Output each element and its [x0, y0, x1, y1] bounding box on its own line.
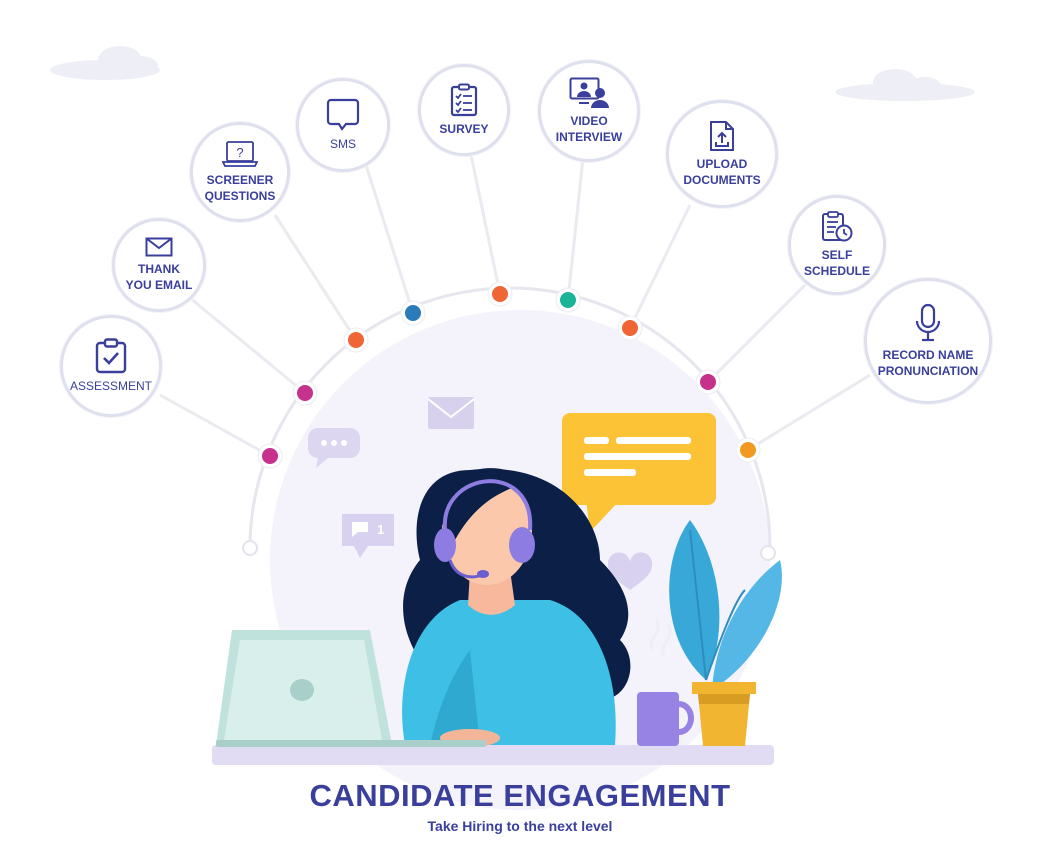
node-video-line2: INTERVIEW [555, 130, 623, 144]
node-screener-line2: QUESTIONS [204, 189, 276, 203]
dot-record-name [740, 442, 756, 458]
dot-sms [405, 305, 421, 321]
dot-screener [348, 332, 364, 348]
potted-plant [669, 520, 782, 746]
page-subtitle: Take Hiring to the next level [0, 818, 1040, 834]
checklist-icon [450, 83, 478, 117]
dot-assessment [262, 448, 278, 464]
node-survey: SURVEY [418, 64, 510, 156]
node-video-line1: VIDEO [570, 114, 608, 128]
cloud-left [50, 46, 160, 80]
svg-text:1: 1 [377, 522, 384, 537]
node-upload-line1: UPLOAD [696, 157, 748, 171]
file-upload-icon [710, 121, 734, 151]
page-title: CANDIDATE ENGAGEMENT [309, 778, 731, 813]
envelope-icon [145, 237, 173, 257]
connector-lines [159, 149, 871, 458]
coffee-mug [637, 619, 694, 746]
clipboard-clock-icon [822, 211, 853, 242]
node-video-interview: VIDEO INTERVIEW [538, 60, 640, 162]
chat-bubble-icon [326, 98, 360, 131]
node-self-schedule: SELF SCHEDULE [788, 195, 886, 295]
node-assessment: ASSESSMENT [60, 315, 162, 417]
clipboard-check-icon [95, 338, 127, 374]
dot-thank-you-email [297, 385, 313, 401]
node-thank-you-email: THANK YOU EMAIL [112, 218, 206, 312]
arc-endpoint-left [242, 540, 258, 556]
arc-endpoint-right [760, 545, 776, 561]
desk [212, 745, 774, 765]
node-thank-you-email-line1: THANK [138, 262, 180, 276]
node-upload-documents: UPLOAD DOCUMENTS [666, 100, 778, 208]
node-sms: SMS [296, 78, 390, 172]
floating-notification-icon: 1 [342, 514, 394, 558]
video-call-icon [569, 77, 609, 108]
node-survey-label: SURVEY [439, 122, 489, 136]
dot-survey [492, 286, 508, 302]
node-record-name: RECORD NAME PRONUNCIATION [864, 278, 992, 404]
floating-envelope-icon [427, 397, 475, 429]
dot-video-interview [560, 292, 576, 308]
node-assessment-label: ASSESSMENT [69, 379, 153, 393]
laptop [216, 630, 486, 747]
support-agent [402, 468, 631, 747]
svg-text:?: ? [236, 145, 243, 160]
node-screener-questions: ? SCREENER QUESTIONS [190, 122, 290, 222]
cloud-right [835, 69, 975, 101]
laptop-question-icon: ? [222, 141, 258, 167]
microphone-icon [915, 303, 941, 342]
subtitle-text: Take Hiring to the next level [427, 818, 613, 834]
floating-heart-icon [607, 552, 653, 590]
node-sms-label: SMS [329, 137, 356, 151]
node-self-schedule-line2: SCHEDULE [803, 264, 870, 278]
node-upload-line2: DOCUMENTS [683, 173, 761, 187]
floating-typing-bubble-icon [308, 428, 360, 468]
connector-dots [257, 281, 761, 469]
node-record-name-line2: PRONUNCIATION [877, 364, 979, 378]
dot-upload-documents [622, 320, 638, 336]
speech-bubble [562, 413, 716, 532]
node-record-name-line1: RECORD NAME [882, 348, 974, 362]
node-screener-line1: SCREENER [206, 173, 274, 187]
node-self-schedule-line1: SELF [821, 248, 853, 262]
node-thank-you-email-line2: YOU EMAIL [125, 278, 193, 292]
dot-self-schedule [700, 374, 716, 390]
